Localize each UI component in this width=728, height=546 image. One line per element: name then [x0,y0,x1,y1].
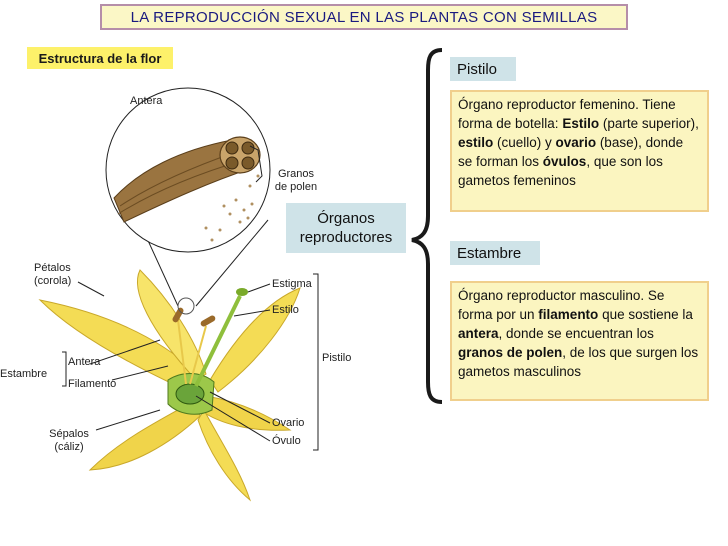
label-estambre: Estambre [0,368,48,380]
desc-text: (cuello) y [493,135,556,150]
desc-text: Órgano reproductor femenino. Tiene forma… [458,97,676,131]
label-sepalos: Sépalos(cáliz) [49,428,89,453]
desc-text: (base), donde se forman los [458,135,684,169]
page-title: LA REPRODUCCIÓN SEXUAL EN LAS PLANTAS CO… [100,4,628,30]
desc-text: , donde se encuentran los [498,326,654,341]
pistilo-description: Órgano reproductor femenino. Tiene forma… [450,90,709,212]
bold-term: estilo [458,135,494,150]
organos-label: Órganos reproductores [286,203,406,253]
desc-text: , que son los gametos femeninos [458,154,663,188]
label-ovulo: Óvulo [272,435,301,447]
label-petalos: Pétalos(corola) [34,262,72,287]
desc-text: (parte superior), [599,116,699,131]
curly-brace-icon [411,48,443,404]
desc-text: que sostiene la [598,307,693,322]
bold-term: ovario [555,135,597,150]
zoom-line-right [195,219,269,307]
label-filamento: Filamento [68,378,117,390]
estambre-description: Órgano reproductor masculino. Se forma p… [450,281,709,401]
label-pistilo-side: Pistilo [322,352,352,364]
section-tag: Estructura de la flor [27,47,173,69]
label-antera: Antera [68,356,101,368]
bold-term: óvulos [542,154,587,169]
pointer-lines [62,273,319,451]
label-antera-zoom: Antera [130,95,163,107]
bold-term: antera [458,326,499,341]
desc-text: , de los que surgen los gametos masculin… [458,345,699,379]
label-estilo: Estilo [272,304,299,316]
label-ovario: Ovario [272,417,305,429]
anther-zoom-icon [113,136,261,242]
pistilo-heading: Pistilo [450,57,516,81]
bold-term: Estilo [562,116,600,131]
desc-text: Órgano reproductor masculino. Se forma p… [458,288,665,322]
label-estigma: Estigma [272,278,312,290]
estambre-heading: Estambre [450,241,540,265]
bold-term: granos de polen [458,345,563,360]
bold-term: filamento [538,307,599,322]
